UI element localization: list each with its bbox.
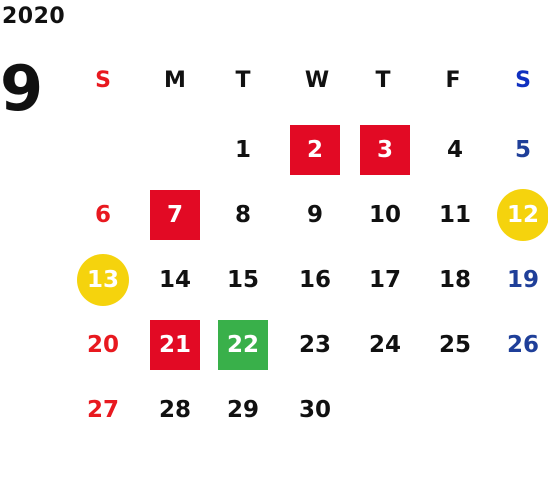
day-number: 20: [86, 332, 119, 358]
day-cell-23[interactable]: 23: [280, 313, 350, 378]
red-square-day-marker: [150, 190, 200, 240]
weekday-header-tue: T: [235, 68, 251, 93]
day-number: 12: [506, 202, 539, 228]
weekday-header-thu: T: [375, 68, 391, 93]
red-square-day-marker: [150, 320, 200, 370]
day-cell-13[interactable]: 13: [68, 248, 138, 313]
day-number: 18: [438, 267, 471, 293]
day-cell-20[interactable]: 20: [68, 313, 138, 378]
day-cell-4[interactable]: 4: [420, 118, 490, 183]
day-cell-30[interactable]: 30: [280, 378, 350, 443]
day-number: 7: [166, 202, 183, 228]
weekday-header-wed: W: [304, 68, 330, 93]
green-square-day-marker: [218, 320, 268, 370]
red-square-day-marker: [290, 125, 340, 175]
day-cell-10[interactable]: 10: [350, 183, 420, 248]
day-number: 24: [368, 332, 401, 358]
day-number: 3: [376, 137, 393, 163]
red-square-day-marker: [360, 125, 410, 175]
day-number: 23: [298, 332, 331, 358]
yellow-circle-day-marker: [77, 254, 129, 306]
day-number: 2: [306, 137, 323, 163]
day-cell-22[interactable]: 22: [208, 313, 278, 378]
day-number: 29: [226, 397, 259, 423]
day-cell-1[interactable]: 1: [208, 118, 278, 183]
weekday-header-sat: S: [515, 68, 531, 93]
day-number: 14: [158, 267, 191, 293]
day-number: 19: [506, 267, 539, 293]
day-number: 25: [438, 332, 471, 358]
day-cell-6[interactable]: 6: [68, 183, 138, 248]
day-cell-16[interactable]: 16: [280, 248, 350, 313]
year-label: 2020: [2, 4, 66, 29]
weekday-header-fri: F: [445, 68, 461, 93]
yellow-circle-day-marker: [497, 189, 548, 241]
day-number: 1: [234, 137, 251, 163]
day-cell-7[interactable]: 7: [140, 183, 210, 248]
day-number: 5: [514, 137, 531, 163]
day-cell-2[interactable]: 2: [280, 118, 350, 183]
day-cell-25[interactable]: 25: [420, 313, 490, 378]
day-number: 22: [226, 332, 259, 358]
day-number: 15: [226, 267, 259, 293]
day-number: 21: [158, 332, 191, 358]
day-cell-21[interactable]: 21: [140, 313, 210, 378]
day-cell-3[interactable]: 3: [350, 118, 420, 183]
day-number: 16: [298, 267, 331, 293]
day-cell-17[interactable]: 17: [350, 248, 420, 313]
weekday-header-mon: M: [164, 68, 186, 93]
day-cell-5[interactable]: 5: [488, 118, 548, 183]
day-cell-26[interactable]: 26: [488, 313, 548, 378]
day-number: 10: [368, 202, 401, 228]
month-number: 9: [0, 52, 44, 125]
day-number: 13: [86, 267, 119, 293]
day-cell-18[interactable]: 18: [420, 248, 490, 313]
day-cell-24[interactable]: 24: [350, 313, 420, 378]
day-number: 6: [94, 202, 111, 228]
day-cell-9[interactable]: 9: [280, 183, 350, 248]
day-cell-12[interactable]: 12: [488, 183, 548, 248]
day-number: 17: [368, 267, 401, 293]
day-number: 9: [306, 202, 323, 228]
day-number: 11: [438, 202, 471, 228]
day-cell-15[interactable]: 15: [208, 248, 278, 313]
day-number: 28: [158, 397, 191, 423]
day-cell-14[interactable]: 14: [140, 248, 210, 313]
day-number: 4: [446, 137, 463, 163]
day-number: 8: [234, 202, 251, 228]
day-number: 26: [506, 332, 539, 358]
day-cell-8[interactable]: 8: [208, 183, 278, 248]
weekday-header-row: S M T W T F S: [0, 58, 548, 104]
day-cell-11[interactable]: 11: [420, 183, 490, 248]
day-cell-29[interactable]: 29: [208, 378, 278, 443]
day-cell-28[interactable]: 28: [140, 378, 210, 443]
weekday-header-sun: S: [95, 68, 111, 93]
day-number: 27: [86, 397, 119, 423]
day-cell-27[interactable]: 27: [68, 378, 138, 443]
day-cell-19[interactable]: 19: [488, 248, 548, 313]
day-number: 30: [298, 397, 331, 423]
